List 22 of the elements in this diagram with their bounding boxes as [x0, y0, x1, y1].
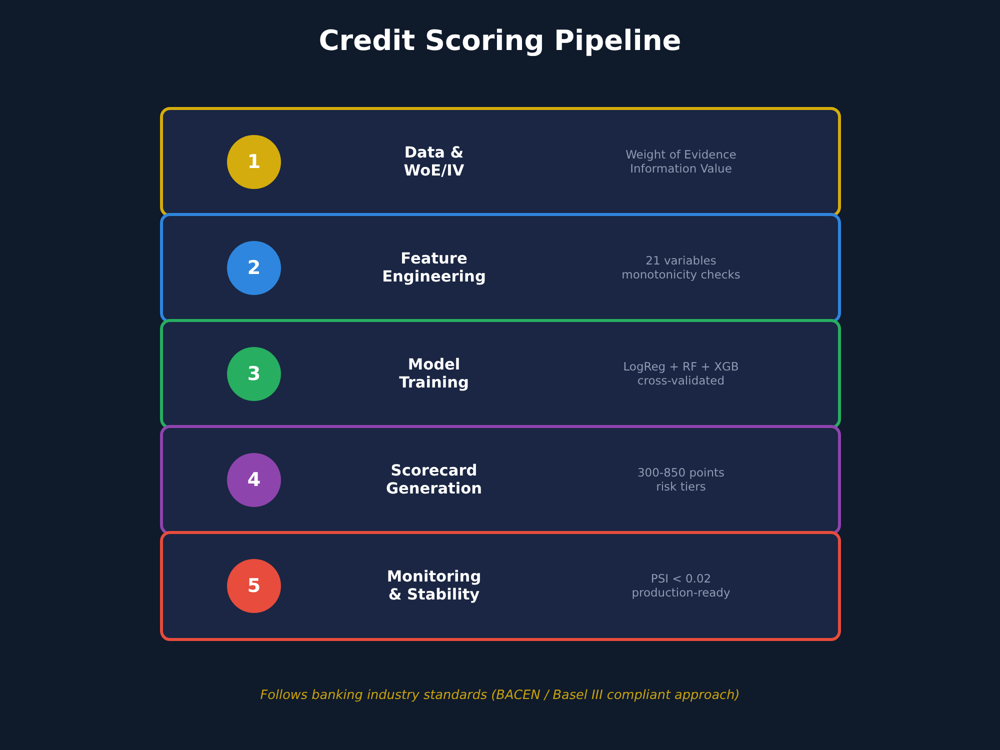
step-title: Monitoring & Stability	[386, 568, 482, 604]
step-card	[160, 531, 841, 641]
step-description: Weight of Evidence Information Value	[625, 148, 737, 176]
step-card	[160, 425, 841, 535]
step-number: 4	[227, 453, 281, 507]
step-title: Data & WoE/IV	[403, 144, 465, 180]
step-title: Scorecard Generation	[385, 462, 483, 498]
step-number: 2	[227, 241, 281, 295]
diagram-title: Credit Scoring Pipeline	[318, 24, 682, 58]
step-title: Model Training	[398, 356, 470, 392]
step-number: 3	[227, 347, 281, 401]
step-description: 21 variables monotonicity checks	[621, 254, 741, 282]
caption-text: Follows banking industry standards (BACEN / Basel III compliant approach)	[260, 688, 740, 704]
step-number: 1	[227, 135, 281, 189]
step-description: LogReg + RF + XGB cross-validated	[622, 360, 740, 388]
step-title: Feature Engineering	[382, 250, 486, 286]
step-description: 300-850 points risk tiers	[636, 466, 726, 494]
step-card	[160, 107, 841, 217]
step-description: PSI < 0.02 production-ready	[631, 572, 731, 600]
step-card	[160, 213, 841, 323]
step-card	[160, 319, 841, 429]
step-number: 5	[227, 559, 281, 613]
